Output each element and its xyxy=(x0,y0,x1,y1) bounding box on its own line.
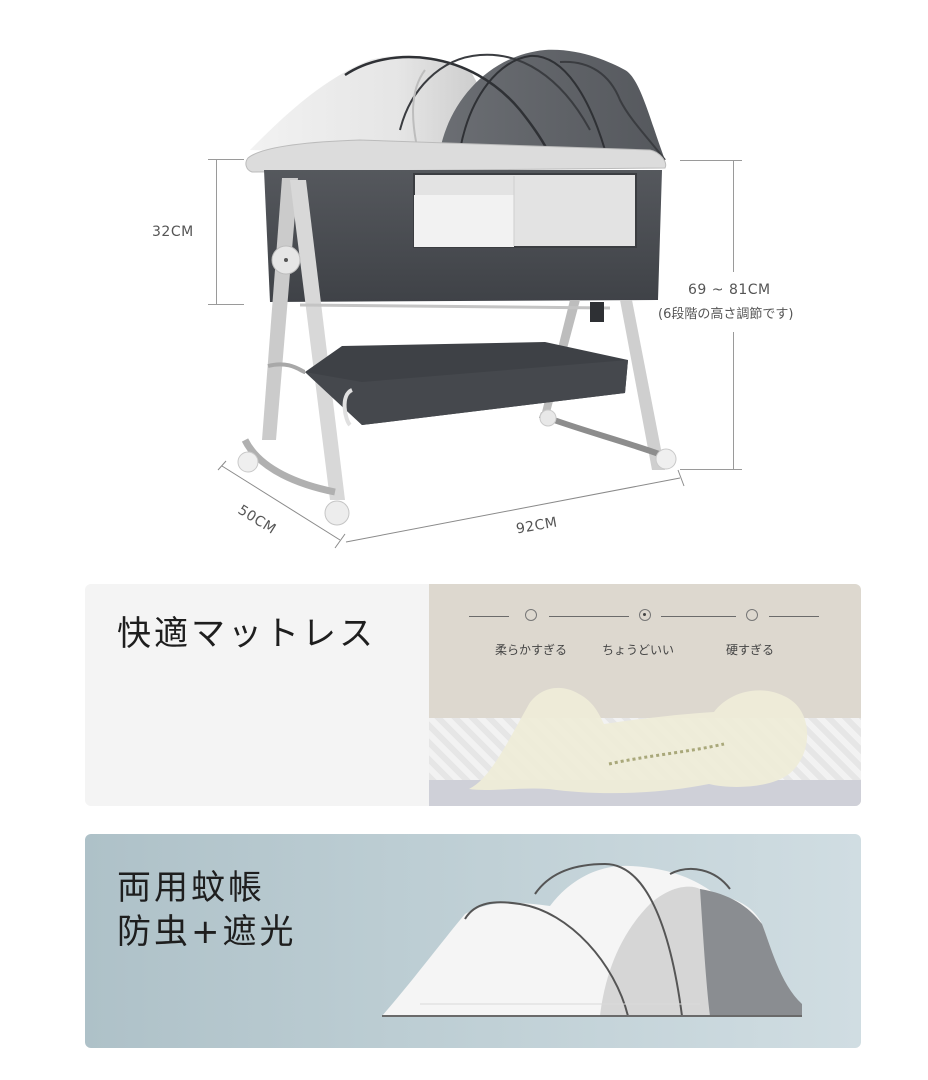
firmness-option-hard xyxy=(746,609,758,621)
mattress-visual: 柔らかすぎる ちょうどいい 硬すぎる xyxy=(429,584,861,806)
feature-panel-mattress: 快適マットレス 柔らかすぎる ちょうどいい 硬すぎる xyxy=(85,584,861,806)
firmness-scale xyxy=(469,606,825,626)
dim-32-line xyxy=(216,159,217,304)
canopy-illustration xyxy=(382,862,802,1017)
dim-bed-depth-label: 32CM xyxy=(152,224,194,240)
dim-height-top-tick xyxy=(680,160,742,161)
dim-height-label: 69 ~ 81CM xyxy=(688,282,771,298)
dim-height-line-top xyxy=(733,160,734,272)
firmness-option-just-right xyxy=(639,609,651,621)
feature-panel-mosquito-net: 両用蚊帳 防虫+遮光 xyxy=(85,834,861,1048)
dim-32-bottom-tick xyxy=(208,304,244,305)
firmness-label-just-right: ちょうどいい xyxy=(602,643,675,657)
dim-height-line-bottom xyxy=(733,332,734,469)
baby-illustration xyxy=(469,687,808,794)
dim-height-note: (6段階の高さ調節です) xyxy=(658,307,794,322)
net-title-line-2: 防虫+遮光 xyxy=(117,912,297,952)
firmness-label-soft: 柔らかすぎる xyxy=(495,643,568,657)
bassinet-illustration xyxy=(237,49,677,526)
dim-32-top-tick xyxy=(208,159,244,160)
dim-height-bottom-tick xyxy=(680,469,742,470)
dim-floor-lines xyxy=(217,460,685,549)
firmness-option-soft xyxy=(525,609,537,621)
product-diagram: 32CM 69 ~ 81CM (6段階の高さ調節です) 50CM 92CM xyxy=(152,49,794,549)
firmness-label-hard: 硬すぎる xyxy=(726,643,775,657)
mattress-title: 快適マットレス xyxy=(117,614,376,654)
net-title-line-1: 両用蚊帳 xyxy=(117,868,265,908)
